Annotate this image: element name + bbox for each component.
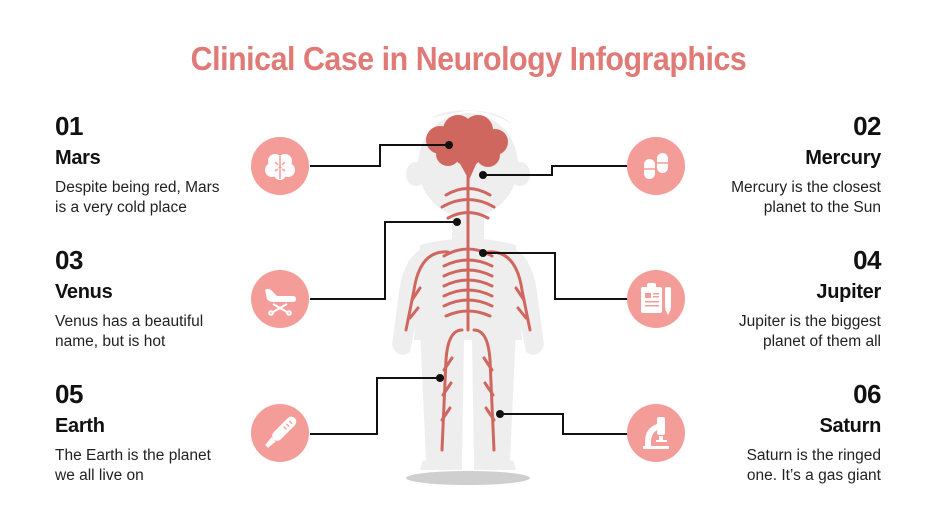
- item-title: Mercury: [805, 147, 881, 169]
- item-01-mars: 01 Mars Despite being red, Mars is a very…: [55, 112, 275, 218]
- page-title: Clinical Case in Neurology Infographics: [190, 40, 747, 77]
- item-05-earth: 05 Earth The Earth is the planet we all l…: [55, 380, 275, 486]
- thermometer-icon: [251, 404, 309, 462]
- item-description-line2: planet of them all: [762, 333, 881, 350]
- microscope-icon: [627, 404, 685, 462]
- item-description-line1: Despite being red, Mars: [55, 179, 220, 196]
- item-description-line2: planet to the Sun: [763, 199, 881, 216]
- item-02-mercury: 02 Mercury Mercury is the closest planet …: [661, 112, 881, 218]
- item-number: 03: [55, 245, 83, 275]
- stretcher-icon: [251, 270, 309, 328]
- item-description-line2: one. It’s a gas giant: [746, 467, 881, 484]
- item-06-saturn: 06 Saturn Saturn is the ringed one. It’s …: [661, 379, 882, 486]
- item-description-line2: is a very cold place: [55, 199, 187, 216]
- item-description-line1: Jupiter is the biggest: [738, 313, 881, 330]
- item-title: Saturn: [819, 415, 881, 437]
- item-04-jupiter: 04 Jupiter Jupiter is the biggest planet …: [661, 245, 882, 352]
- item-description-line2: name, but is hot: [55, 333, 166, 350]
- item-number: 06: [853, 379, 881, 409]
- clipboard-icon: [627, 270, 685, 328]
- item-number: 01: [55, 111, 83, 141]
- item-number: 04: [853, 245, 881, 275]
- item-description-line1: Mercury is the closest: [731, 179, 881, 196]
- item-03-venus: 03 Venus Venus has a beautiful name, but …: [55, 246, 275, 352]
- item-description-line2: we all live on: [55, 467, 144, 484]
- item-title: Earth: [55, 415, 105, 437]
- item-title: Mars: [55, 147, 101, 169]
- item-title: Jupiter: [816, 281, 881, 303]
- item-description-line1: Saturn is the ringed: [746, 447, 881, 464]
- item-number: 05: [55, 379, 83, 409]
- item-description-line1: Venus has a beautiful: [55, 313, 204, 330]
- pills-icon: [627, 137, 685, 195]
- item-description-line1: The Earth is the planet: [55, 447, 211, 464]
- item-number: 02: [853, 111, 881, 141]
- brain-icon: [251, 137, 309, 195]
- item-title: Venus: [55, 281, 113, 303]
